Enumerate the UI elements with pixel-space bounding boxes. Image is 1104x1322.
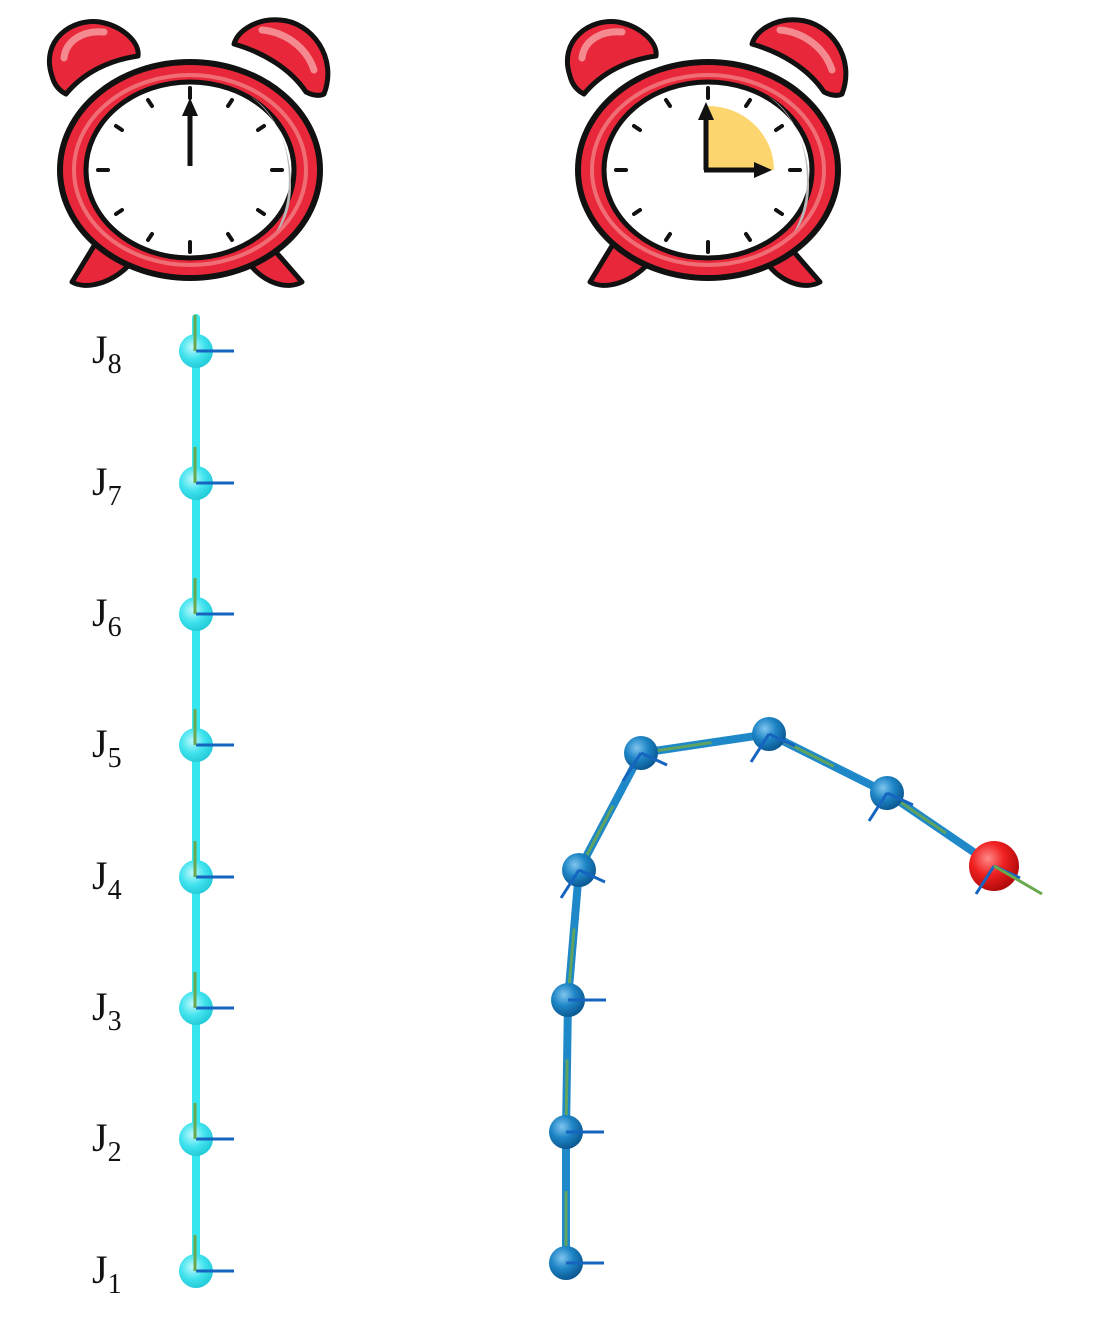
clock-after xyxy=(565,17,849,288)
joint-label-prefix: J xyxy=(92,1247,108,1292)
joint-label-prefix: J xyxy=(92,984,108,1029)
clock-before-bell-left xyxy=(47,19,141,97)
joint-label-7: J7 xyxy=(92,459,122,512)
straight-joint-7 xyxy=(179,447,234,500)
joint-label-subscript: 8 xyxy=(108,349,122,380)
joint-label-6: J6 xyxy=(92,590,122,643)
joint-label-4: J4 xyxy=(92,853,122,906)
bent-joint-4 xyxy=(559,853,606,899)
joint-label-subscript: 5 xyxy=(108,743,122,774)
x-axis-marker xyxy=(621,752,643,782)
joint-label-subscript: 7 xyxy=(108,481,122,512)
joint-label-subscript: 4 xyxy=(108,875,122,906)
x-axis-marker xyxy=(559,869,581,899)
clock-before-bell-right xyxy=(231,17,331,98)
clock-after-bell-right xyxy=(749,17,849,98)
clock-before xyxy=(47,17,331,288)
joint-label-prefix: J xyxy=(92,853,108,898)
bent-joint-5 xyxy=(621,736,668,782)
clock-before-face xyxy=(83,79,297,261)
clock-before-hand-12 xyxy=(182,98,198,166)
z-axis-marker xyxy=(993,864,1043,896)
joint-label-prefix: J xyxy=(92,1115,108,1160)
joint-label-subscript: 6 xyxy=(108,612,122,643)
joint-label-2: J2 xyxy=(92,1115,122,1168)
joint-label-5: J5 xyxy=(92,721,122,774)
straight-joint-chain xyxy=(179,314,234,1288)
bent-joint-2 xyxy=(549,1115,604,1149)
y-axis-marker xyxy=(640,751,668,767)
x-axis-marker xyxy=(749,733,771,763)
bent-joint-6 xyxy=(749,717,796,763)
clock-after-bell-left xyxy=(565,19,659,97)
joint-label-prefix: J xyxy=(92,721,108,766)
clock-after-hand-3 xyxy=(704,162,772,178)
y-axis-marker xyxy=(578,868,606,884)
joint-label-3: J3 xyxy=(92,984,122,1037)
bent-joint-8 xyxy=(969,841,1043,896)
straight-joint-4 xyxy=(179,841,234,894)
joint-label-subscript: 1 xyxy=(108,1269,122,1300)
straight-joint-2 xyxy=(179,1103,234,1156)
x-axis-marker xyxy=(974,865,996,895)
bent-joint-1 xyxy=(549,1246,604,1280)
joint-label-prefix: J xyxy=(92,590,108,635)
clock-after-ticks xyxy=(614,86,802,254)
joint-label-8: J8 xyxy=(92,327,122,380)
joint-label-subscript: 2 xyxy=(108,1137,122,1168)
bent-joint-3 xyxy=(551,983,606,1017)
straight-joint-5 xyxy=(179,709,234,762)
y-axis-marker xyxy=(768,732,796,748)
x-axis-marker xyxy=(867,792,889,822)
joint-label-prefix: J xyxy=(92,459,108,504)
bent-joint-7 xyxy=(867,776,914,822)
joint-label-1: J1 xyxy=(92,1247,122,1300)
bent-joint-chain xyxy=(549,717,1043,1280)
clock-after-quarter-sweep xyxy=(708,106,774,170)
straight-joint-3 xyxy=(179,972,234,1025)
straight-joint-8 xyxy=(179,315,234,368)
joint-label-prefix: J xyxy=(92,327,108,372)
joint-label-subscript: 3 xyxy=(108,1006,122,1037)
clock-before-ticks xyxy=(96,86,284,254)
clock-after-hand-12 xyxy=(698,102,714,170)
straight-joint-6 xyxy=(179,578,234,631)
straight-joint-1 xyxy=(179,1235,234,1288)
y-axis-marker xyxy=(886,791,914,807)
